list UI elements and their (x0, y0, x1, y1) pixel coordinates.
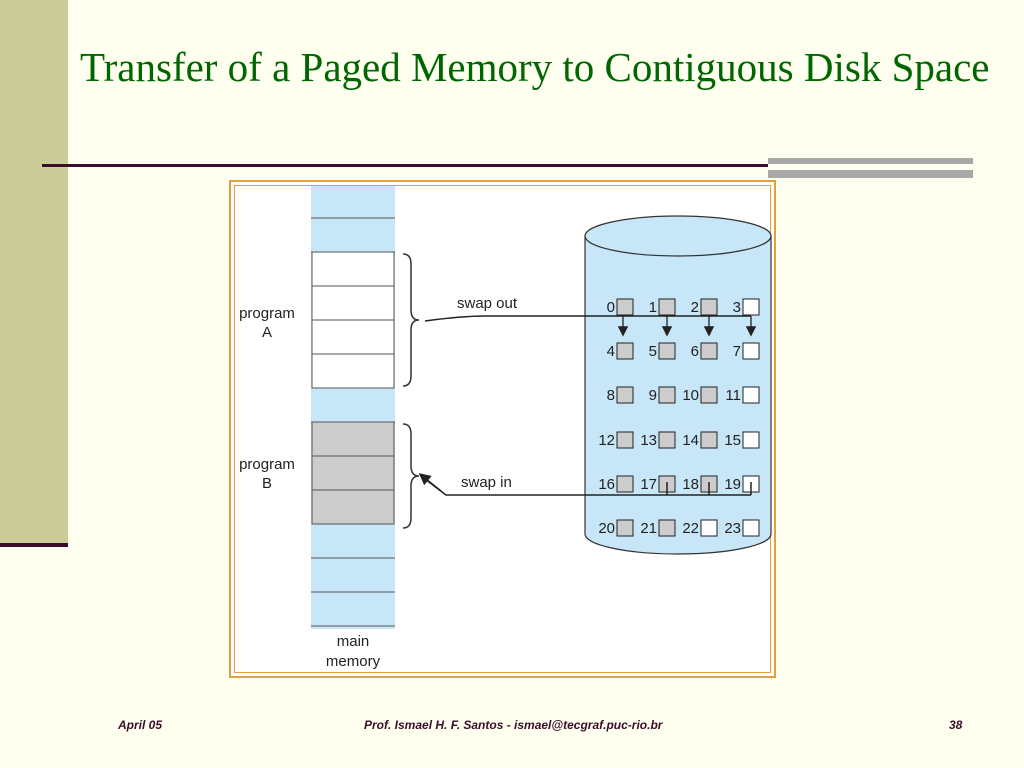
main-memory-column (311, 186, 395, 629)
disk-block-number: 0 (607, 299, 615, 316)
disk-block-number: 2 (691, 299, 699, 316)
disk-block-used (658, 298, 676, 316)
disk-cylinder (584, 215, 772, 555)
disk-block-empty (742, 431, 760, 449)
footer-author: Prof. Ismael H. F. Santos - ismael@tecgr… (364, 718, 663, 732)
program-b-label-line1: program (239, 456, 295, 473)
program-a-frame (311, 353, 395, 389)
disk-block-used (658, 342, 676, 360)
program-b-label-line2: B (262, 475, 272, 492)
disk-block-used (616, 342, 634, 360)
disk-block-number: 15 (724, 432, 741, 449)
program-b-frame (311, 421, 395, 457)
disk-block-used (658, 431, 676, 449)
page-number: 38 (949, 718, 963, 732)
program-a-frame (311, 285, 395, 321)
disk-block-empty (742, 298, 760, 316)
disk-block-number: 3 (733, 299, 741, 316)
disk-block-number: 23 (724, 520, 741, 537)
footer-date: April 05 (118, 718, 163, 732)
disk-block-number: 16 (598, 476, 615, 493)
program-b-frame (311, 455, 395, 491)
program-a-frame (311, 251, 395, 287)
swap-out-label: swap out (457, 295, 518, 312)
disk-block-number: 20 (598, 520, 615, 537)
disk-block-empty (700, 519, 718, 537)
disk-block-number: 17 (640, 476, 657, 493)
disk-block-number: 8 (607, 387, 615, 404)
disk-block-number: 4 (607, 343, 615, 360)
left-decor-bar (0, 0, 68, 547)
program-b-brace (402, 423, 420, 529)
disk-block-used (616, 431, 634, 449)
disk-block-number: 6 (691, 343, 699, 360)
program-a-label-line2: A (262, 324, 272, 341)
disk-block-number: 21 (640, 520, 657, 537)
disk-block-number: 9 (649, 387, 657, 404)
swap-in-arrow (418, 473, 442, 492)
accent-bar-bottom (768, 170, 973, 178)
disk-block-used (616, 298, 634, 316)
accent-bar-top (768, 158, 973, 164)
program-a-frame (311, 319, 395, 355)
disk-block-number: 1 (649, 299, 657, 316)
disk-block-empty (742, 386, 760, 404)
title-divider (42, 164, 768, 167)
disk-block-used (700, 386, 718, 404)
main-memory-label-line1: main (337, 633, 370, 650)
disk-block-number: 14 (682, 432, 699, 449)
swap-out-path (424, 315, 751, 322)
disk-block-used (700, 431, 718, 449)
disk-block-number: 19 (724, 476, 741, 493)
disk-block-number: 11 (725, 387, 741, 404)
program-a-label-line1: program (239, 305, 295, 322)
disk-block-number: 13 (640, 432, 657, 449)
disk-block-number: 10 (682, 387, 699, 404)
swap-in-path (424, 478, 752, 496)
disk-block-number: 7 (733, 343, 741, 360)
disk-block-used (700, 342, 718, 360)
left-decor-line (0, 543, 68, 547)
disk-block-used (658, 519, 676, 537)
disk-block-empty (742, 519, 760, 537)
disk-block-used (616, 386, 634, 404)
disk-block-used (658, 386, 676, 404)
main-memory-label-line2: memory (326, 653, 381, 670)
disk-block-used (616, 475, 634, 493)
disk-block-number: 5 (649, 343, 657, 360)
disk-block-empty (742, 342, 760, 360)
slide-title: Transfer of a Paged Memory to Contiguous… (80, 44, 990, 90)
disk-top (584, 215, 772, 257)
disk-block-number: 22 (682, 520, 699, 537)
disk-block-number: 12 (598, 432, 615, 449)
disk-block-used (616, 519, 634, 537)
disk-block-number: 18 (682, 476, 699, 493)
disk-block-used (700, 298, 718, 316)
program-a-brace (402, 253, 420, 387)
swap-in-label: swap in (461, 474, 512, 491)
program-b-frame (311, 489, 395, 525)
